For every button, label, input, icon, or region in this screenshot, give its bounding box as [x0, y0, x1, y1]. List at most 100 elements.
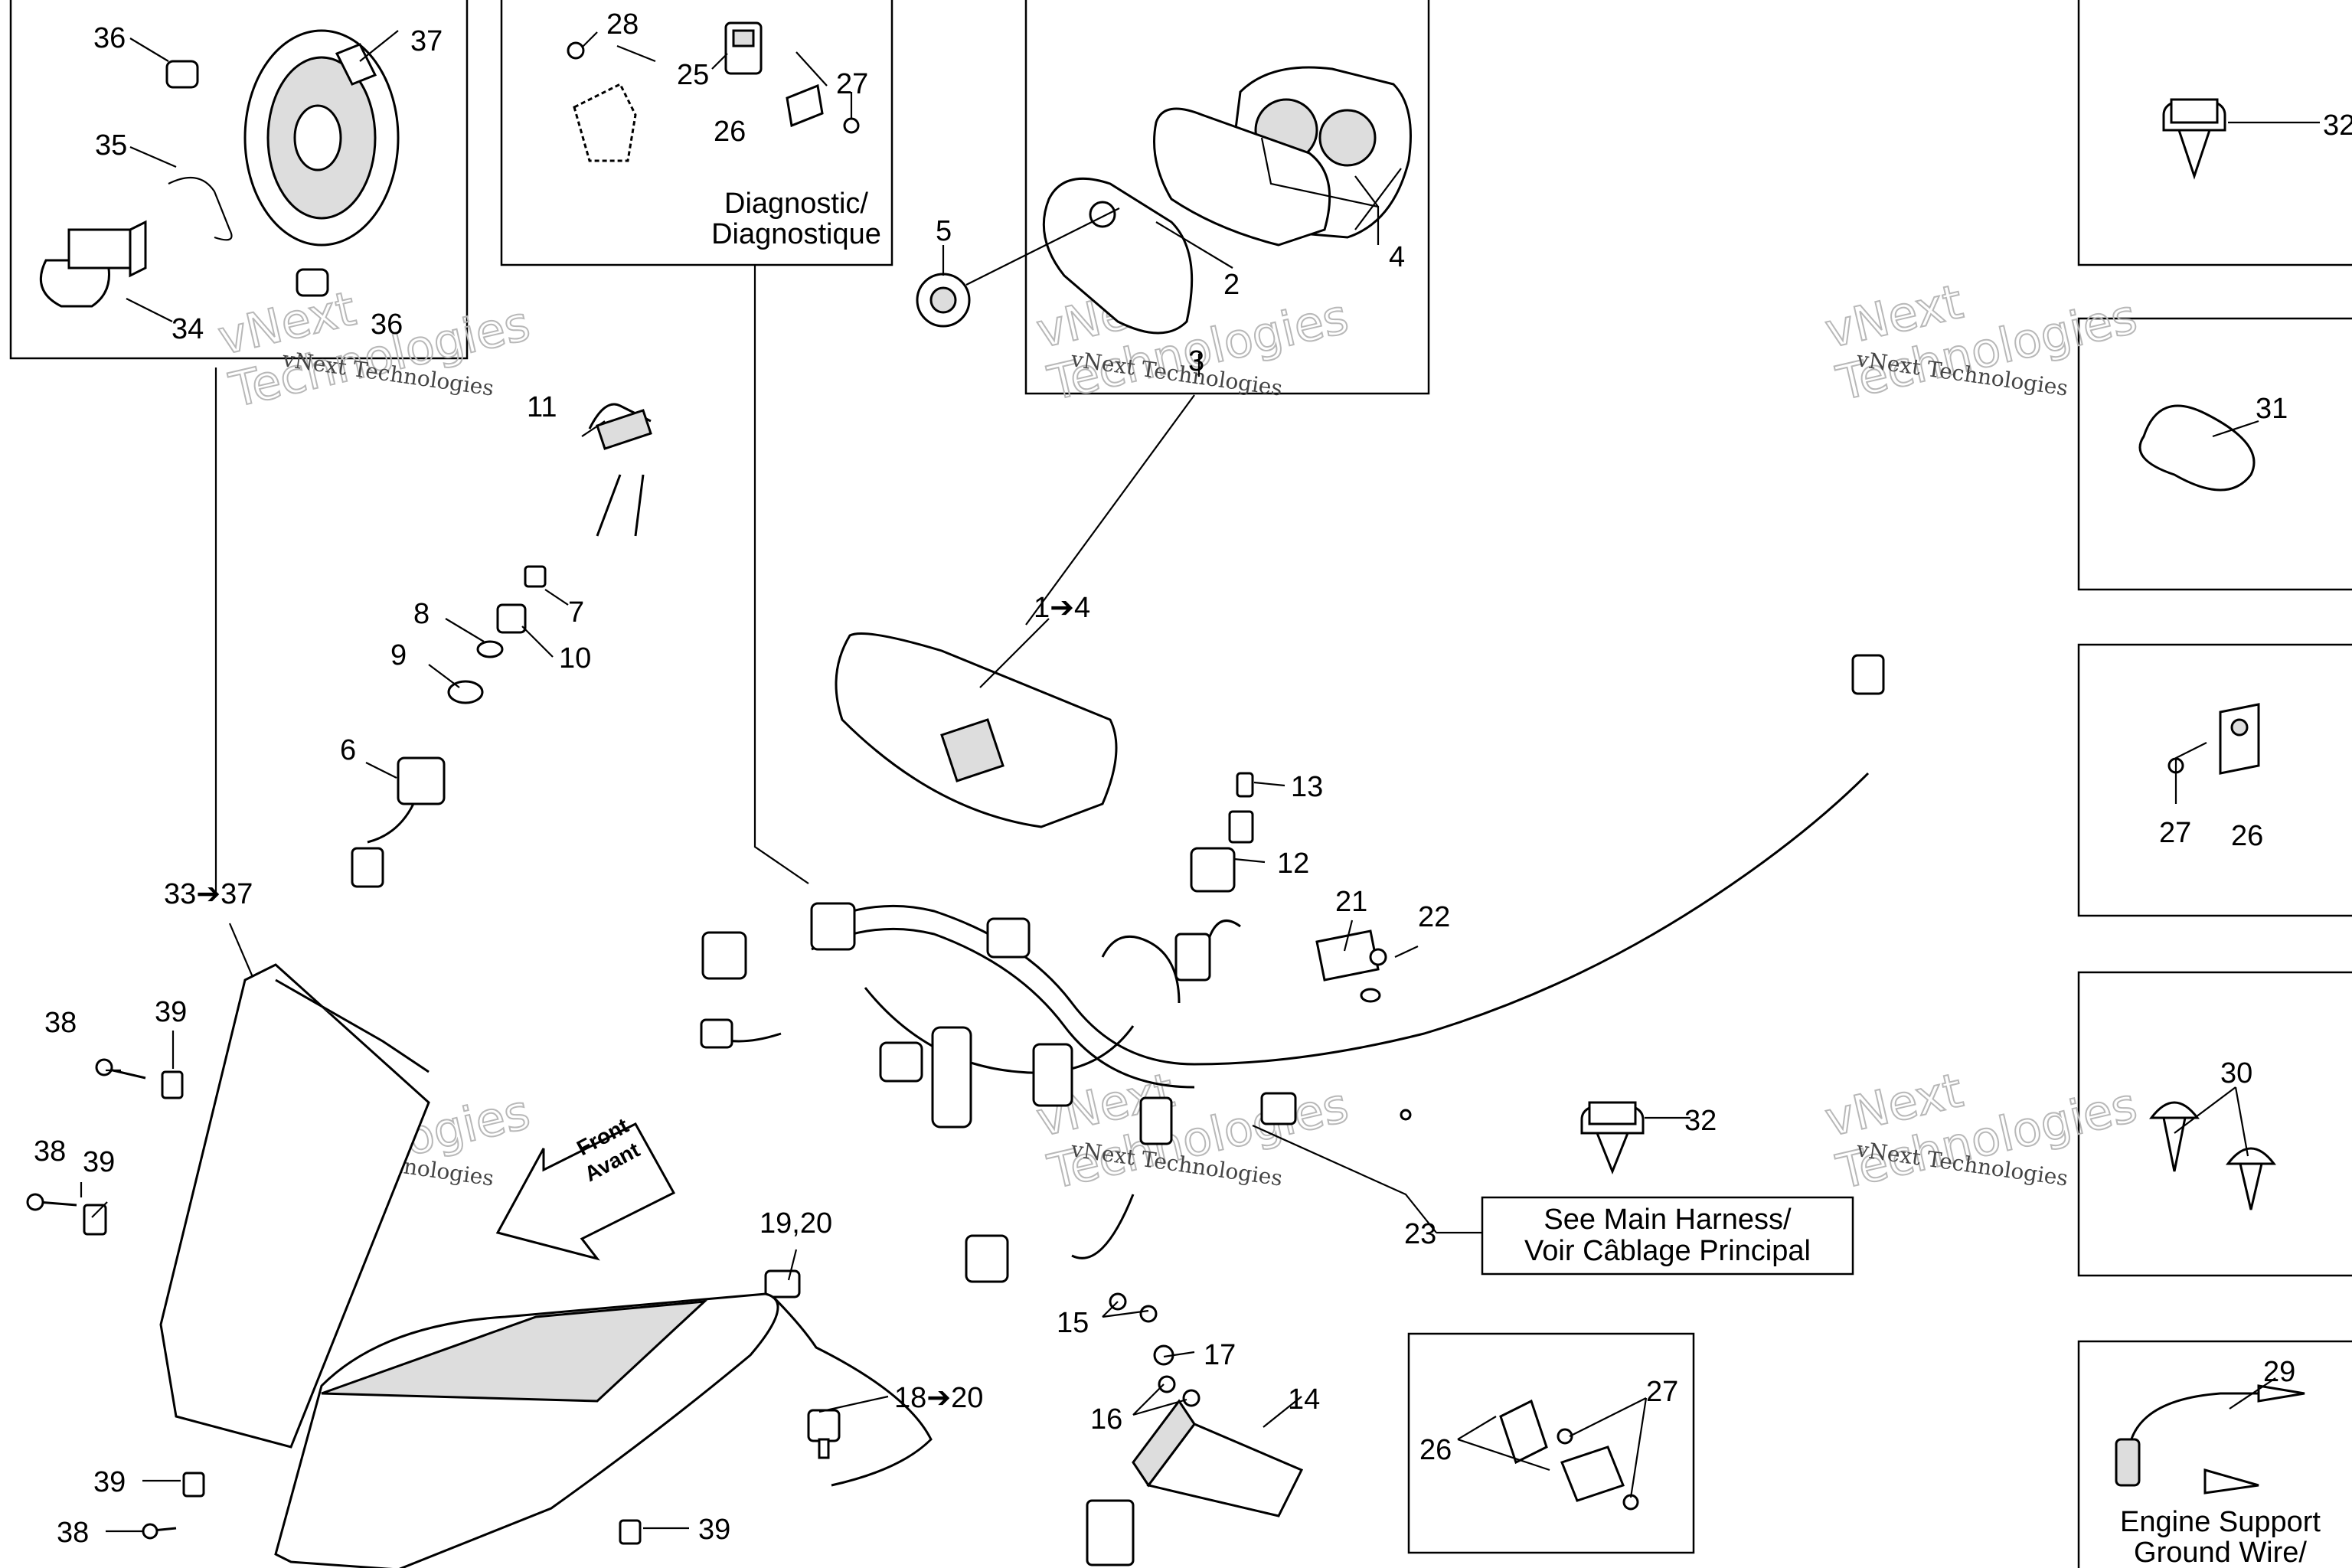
bulb-34: [39, 220, 147, 308]
callout-16: 16: [1090, 1403, 1122, 1436]
callout-34: 34: [172, 313, 204, 345]
callout-15: 15: [1057, 1307, 1089, 1339]
callout-11: 11: [527, 391, 557, 423]
callout-27b: 27: [2159, 817, 2191, 849]
connector-25: [724, 21, 763, 75]
main-harness-label-line1: See Main Harness/: [1544, 1204, 1792, 1236]
callout-36b: 36: [371, 309, 403, 341]
push-clip-32-main: [1580, 1101, 1645, 1175]
callout-8: 8: [413, 598, 430, 630]
washer-9: [447, 680, 484, 704]
callout-17: 17: [1204, 1339, 1236, 1371]
callout-3: 3: [1188, 345, 1204, 377]
diagnostic-label-line1: Diagnostic/: [724, 188, 868, 220]
rivet-30a: [2148, 1101, 2200, 1172]
callout-21: 21: [1335, 886, 1367, 918]
callout-37: 37: [410, 25, 443, 57]
callout-19-20: 19,20: [760, 1207, 832, 1240]
callout-numbers: 36 37 35 34 36 28 25 27 26 5 2 3 4 32 31…: [34, 8, 2352, 1549]
gauge-assembly-1-4: [835, 632, 1118, 828]
engine-support-label-line1: Engine Support: [2120, 1506, 2321, 1538]
callout-13: 13: [1291, 771, 1323, 803]
screw-38a: [95, 1058, 146, 1080]
callout-22: 22: [1418, 901, 1450, 933]
frame-detail-29: [2077, 1340, 2352, 1568]
plate-26-diag: [786, 83, 824, 128]
callout-7: 7: [568, 596, 584, 629]
callout-32a: 32: [2323, 109, 2352, 142]
callout-35: 35: [95, 129, 127, 162]
callout-27a: 27: [836, 68, 868, 100]
main-harness-23: [700, 654, 1885, 1283]
screw-38b: [26, 1193, 77, 1211]
bracket-26-detail: [2219, 703, 2260, 775]
lens-2: [1153, 107, 1331, 247]
screw-38c: [142, 1523, 177, 1540]
callout-28: 28: [606, 8, 639, 41]
callout-25: 25: [677, 59, 709, 91]
clip-39b: [83, 1204, 107, 1236]
diagnostic-label-line2: Diagnostique: [711, 218, 881, 250]
clip-35: [168, 176, 233, 241]
tether-cord-11: [588, 403, 652, 537]
callout-33-37: 33➔37: [164, 878, 253, 910]
callout-26b: 26: [2231, 820, 2263, 852]
cable-tie-31: [2138, 404, 2256, 492]
frame-detail-31: [2077, 317, 2352, 591]
frame-gauge-kit: [1024, 0, 1430, 395]
rivet-30b: [2225, 1147, 2277, 1210]
callout-4: 4: [1389, 241, 1405, 273]
sleeve-36b: [296, 268, 329, 297]
main-harness-label-line2: Voir Câblage Principal: [1524, 1235, 1811, 1267]
frame-headlamp-kit: [9, 0, 469, 360]
callout-12: 12: [1277, 848, 1309, 880]
callout-29: 29: [2263, 1356, 2295, 1388]
push-clip-32-detail: [2162, 98, 2226, 180]
callout-32b: 32: [1684, 1105, 1717, 1137]
frame-detail-32: [2077, 0, 2352, 266]
callout-14: 14: [1288, 1383, 1320, 1416]
o2-sensor-18-20: [764, 1269, 933, 1487]
headlamp-housing-37: [243, 29, 400, 247]
headlight-assembly-33-37: [159, 963, 779, 1568]
callout-6: 6: [340, 734, 356, 766]
washer-8: [476, 640, 504, 658]
callout-18-20: 18➔20: [894, 1382, 983, 1414]
clip-39d: [619, 1519, 642, 1545]
ground-wire-29: [2115, 1384, 2305, 1494]
washer-16b: [1182, 1389, 1200, 1407]
decal-5: [916, 273, 971, 328]
callout-27c: 27: [1646, 1376, 1678, 1408]
callout-38a: 38: [44, 1007, 77, 1039]
callout-39d: 39: [698, 1514, 730, 1546]
brackets-26-27: [1499, 1399, 1639, 1511]
frame-diagnostic-kit: [500, 0, 893, 266]
callout-30: 30: [2220, 1057, 2252, 1089]
callout-23: 23: [1404, 1218, 1436, 1250]
callout-5: 5: [936, 215, 952, 247]
callout-2: 2: [1223, 269, 1240, 301]
washer-16a: [1158, 1375, 1176, 1393]
sensor-12-13: [1190, 772, 1254, 893]
callout-38b: 38: [34, 1135, 66, 1168]
callout-36a: 36: [93, 22, 126, 54]
callout-31: 31: [2256, 393, 2288, 425]
clip-39c: [182, 1472, 205, 1498]
main-harness-box: [1481, 1196, 1854, 1276]
engine-support-label-line2: Ground Wire/: [2134, 1537, 2307, 1568]
frame-bracket-kit: [1407, 1332, 1695, 1554]
callout-26c: 26: [1419, 1434, 1452, 1466]
diagnostic-bracket-28: [567, 41, 637, 162]
leader-lines: [80, 30, 2320, 1533]
nut-10: [496, 603, 527, 634]
nut-15b: [1139, 1305, 1158, 1323]
sleeve-36a: [165, 60, 199, 89]
bezel-3: [1042, 177, 1194, 335]
callout-38c: 38: [57, 1517, 89, 1549]
callout-26a: 26: [714, 116, 746, 148]
callout-1-4: 1➔4: [1034, 592, 1090, 624]
switch-6: [351, 756, 446, 888]
frame-detail-26-27: [2077, 643, 2352, 917]
screw-27-diag: [843, 117, 860, 134]
